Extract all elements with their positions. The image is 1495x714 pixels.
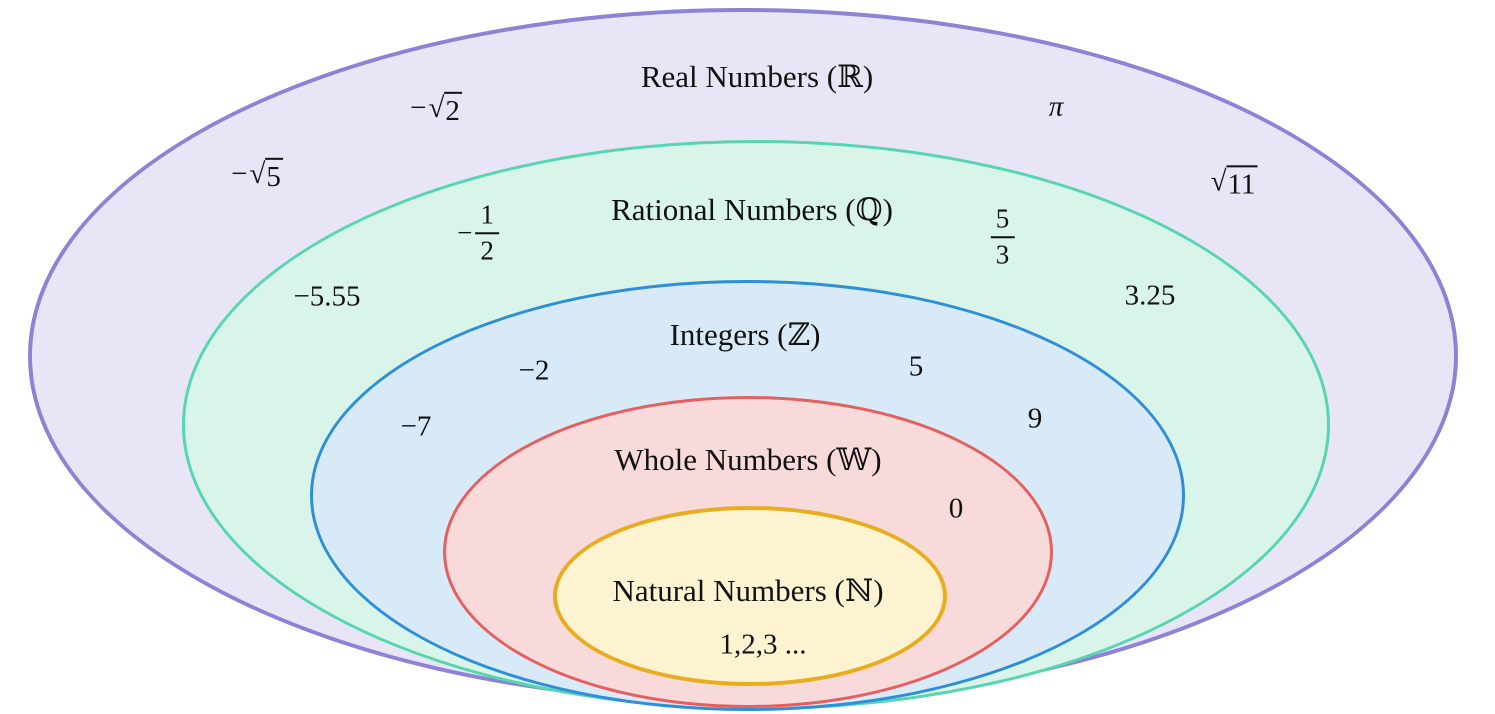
- example-0: 0: [948, 492, 964, 525]
- example-neg-7: −7: [400, 410, 432, 443]
- example-3-25: 3.25: [1124, 279, 1176, 312]
- radical-sign: √: [428, 91, 445, 124]
- fraction-sign: −: [457, 217, 473, 248]
- example-neg-2: −2: [518, 354, 550, 387]
- example-neg-5-55: −5.55: [293, 280, 361, 313]
- sqrt-prefix: −: [410, 91, 427, 124]
- radicand: 11: [1226, 165, 1258, 201]
- radical-sign: √: [1210, 165, 1227, 198]
- fraction-numerator: 1: [475, 198, 499, 234]
- example-neg-one-half: − 1 2: [457, 198, 499, 268]
- fraction-numerator: 5: [990, 202, 1015, 238]
- whole-numbers-label: Whole Numbers (𝕎): [614, 442, 882, 478]
- example-5: 5: [908, 350, 924, 383]
- real-numbers-label: Real Numbers (ℝ): [640, 59, 874, 95]
- sqrt-prefix: −: [231, 157, 248, 190]
- radicand: 5: [265, 157, 283, 194]
- radical-sign: √: [249, 157, 266, 190]
- fraction-denominator: 2: [480, 235, 494, 265]
- integers-label: Integers (ℤ): [669, 317, 821, 353]
- fraction: 1 2: [475, 198, 499, 268]
- example-five-thirds: 5 3: [988, 202, 1015, 272]
- example-neg-sqrt-2: −√2: [410, 91, 462, 128]
- natural-numbers-ellipse: [553, 506, 947, 686]
- fraction-denominator: 3: [995, 239, 1010, 269]
- natural-numbers-sequence: 1,2,3 ...: [719, 628, 807, 661]
- example-9: 9: [1027, 402, 1043, 435]
- fraction: 5 3: [990, 202, 1015, 272]
- rational-numbers-label: Rational Numbers (ℚ): [611, 192, 893, 228]
- natural-numbers-label: Natural Numbers (ℕ): [612, 573, 884, 609]
- radicand: 2: [444, 91, 462, 128]
- example-pi: π: [1048, 90, 1064, 123]
- example-sqrt-11: √11: [1209, 152, 1258, 201]
- example-neg-sqrt-5: −√5: [231, 157, 283, 194]
